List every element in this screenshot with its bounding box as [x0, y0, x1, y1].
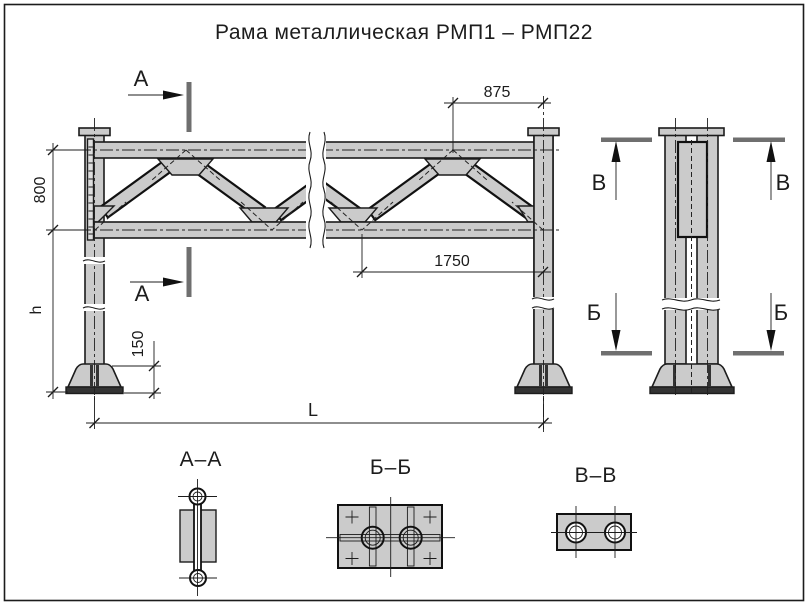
section-cut-arrow: [766, 330, 776, 351]
section-cut-b: Б Б: [587, 293, 788, 356]
cut-label-v-right: В: [776, 170, 791, 195]
cutting-plane-bar: [733, 351, 784, 356]
cutting-plane-bar: [186, 82, 192, 132]
vertical-rib: [406, 506, 415, 567]
cutting-plane-bar: [601, 137, 652, 142]
cutting-plane-bars: [186, 82, 192, 297]
cutting-plane-bar: [186, 247, 192, 297]
end-plate-strip: [86, 138, 95, 241]
dimension-lines: [46, 97, 552, 429]
cutting-plane-bar: [601, 351, 652, 356]
vertical-rib: [368, 506, 377, 567]
section-vv: В–В: [551, 464, 637, 558]
bottom-gusset: [327, 207, 379, 223]
section-aa: А–А: [178, 448, 223, 596]
anchor-bar: [90, 365, 93, 387]
column-break: [83, 257, 106, 264]
base-plate-section: [337, 504, 443, 569]
side-centerlines: [675, 118, 708, 395]
bolt-marks: [88, 146, 93, 235]
base-flare: [515, 363, 572, 388]
side-breaks: [661, 298, 721, 311]
cut-label-b-right: Б: [774, 300, 788, 325]
anchor-bar: [708, 365, 711, 387]
cut-label-b-left: Б: [587, 300, 601, 325]
dim-150: 150: [130, 331, 147, 358]
column-break: [83, 304, 106, 311]
cap-plate: [658, 127, 725, 137]
anchor-bar: [673, 365, 676, 387]
front-view: 875 1750 800 h 150 L А А: [28, 66, 573, 432]
front-breaks: [82, 131, 555, 311]
dim-L: L: [308, 400, 318, 420]
truss-end-plate: [676, 140, 709, 239]
drawing-title: Рама металлическая РМП1 – РМП22: [215, 21, 593, 44]
side-view: В В Б Б: [587, 118, 791, 395]
section-cut-arrow: [611, 141, 621, 162]
front-dimensions: 875 1750 800 h 150 L: [28, 84, 552, 429]
section-bb: Б–Б: [326, 456, 455, 577]
section-cut-a: А А: [128, 66, 192, 306]
dim-1750: 1750: [434, 253, 470, 270]
dim-800: 800: [32, 177, 49, 204]
brace-axis-dashes: [94, 149, 544, 231]
bolt-cross-marks: [345, 510, 437, 565]
dim-875: 875: [484, 84, 511, 101]
anchor-bar: [539, 365, 542, 387]
cutting-plane-bars: [601, 351, 784, 356]
cut-label-a-top: А: [134, 66, 149, 91]
cut-label-a-bottom: А: [135, 281, 150, 306]
dimension-ticks: [47, 97, 549, 429]
section-aa-label: А–А: [180, 448, 223, 471]
dim-h: h: [28, 306, 45, 315]
section-cut-arrow: [766, 141, 776, 162]
section-cut-v: В В: [592, 137, 791, 200]
section-vv-label: В–В: [575, 464, 618, 487]
anchor-bar: [545, 365, 548, 387]
section-bb-label: Б–Б: [370, 456, 412, 479]
sheet-border: [3, 3, 805, 602]
cut-label-v-left: В: [592, 170, 607, 195]
section-cut-arrow: [163, 90, 184, 100]
front-base-plates: [65, 365, 573, 395]
section-cut-arrow: [611, 330, 621, 351]
cutting-plane-bar: [733, 137, 785, 142]
section-cut-arrow: [163, 277, 184, 287]
base-flare: [66, 363, 123, 388]
anchor-bar: [96, 365, 99, 387]
column-break: [663, 298, 720, 310]
truss-break: [306, 134, 326, 246]
cutting-plane-bars: [601, 137, 785, 142]
